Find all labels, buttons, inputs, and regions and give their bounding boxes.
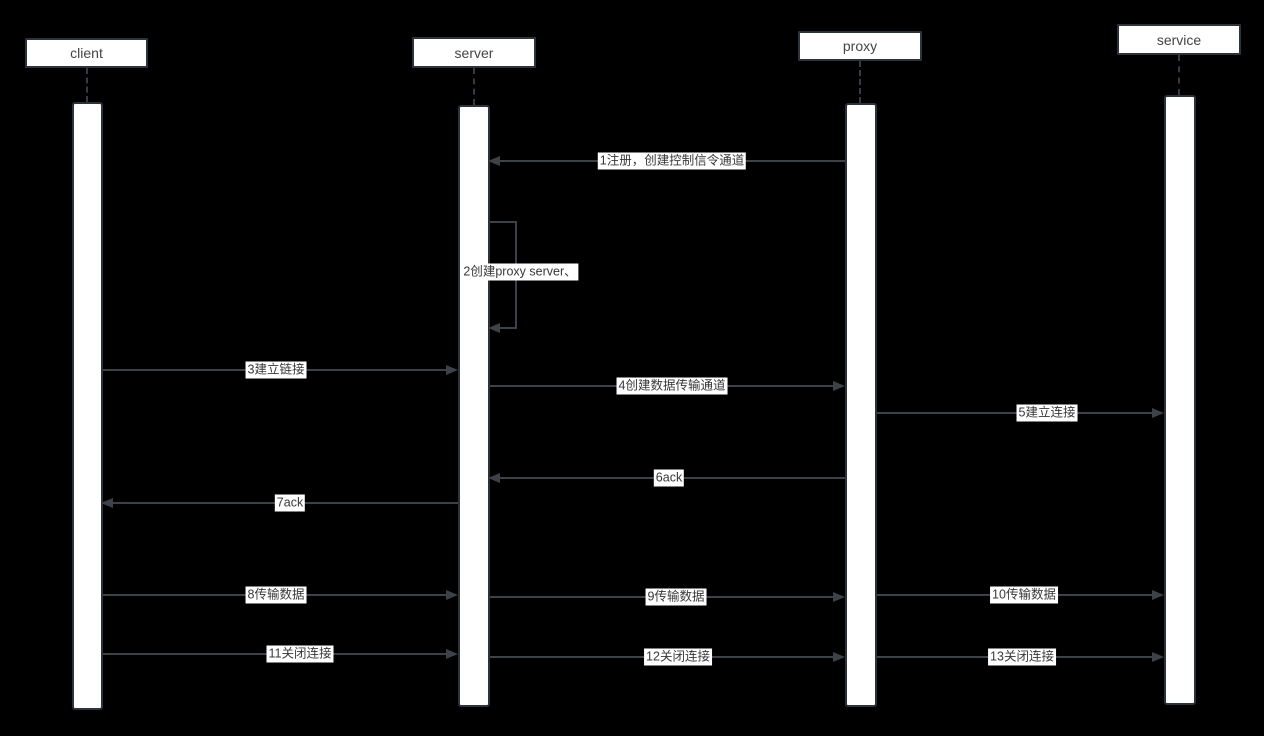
lifeline-service bbox=[1178, 55, 1180, 95]
message-label: 4创建数据传输通道 bbox=[616, 377, 728, 395]
message-arrowhead-icon bbox=[446, 590, 458, 600]
lifeline-proxy bbox=[859, 61, 861, 103]
message-arrowhead-icon bbox=[1152, 652, 1164, 662]
message-arrowhead-icon bbox=[1152, 408, 1164, 418]
activation-bar-client bbox=[72, 102, 103, 710]
self-message-arrowhead-icon bbox=[488, 323, 500, 333]
participant-label-proxy: proxy bbox=[842, 38, 878, 54]
message-arrowhead-icon bbox=[1152, 590, 1164, 600]
message-arrowhead-icon bbox=[101, 498, 113, 508]
message-label: 1注册，创建控制信令通道 bbox=[597, 152, 747, 170]
message-arrowhead-icon bbox=[488, 156, 500, 166]
participant-header-service: service bbox=[1117, 24, 1241, 55]
participant-header-proxy: proxy bbox=[798, 31, 922, 61]
participant-header-server: server bbox=[412, 37, 536, 68]
message-label: 9传输数据 bbox=[645, 588, 707, 606]
activation-bar-service bbox=[1164, 95, 1196, 705]
activation-bar-server bbox=[458, 105, 490, 707]
message-arrowhead-icon bbox=[488, 473, 500, 483]
message-line bbox=[877, 412, 1154, 414]
lifeline-server bbox=[473, 68, 475, 105]
message-arrowhead-icon bbox=[833, 652, 845, 662]
message-label: 5建立连接 bbox=[1016, 404, 1078, 422]
message-label: 6ack bbox=[653, 469, 685, 487]
message-label: 12关闭连接 bbox=[644, 648, 712, 666]
participant-label-service: service bbox=[1156, 31, 1202, 48]
participant-header-client: client bbox=[25, 38, 148, 68]
message-label: 11关闭连接 bbox=[266, 645, 334, 663]
message-label: 13关闭连接 bbox=[988, 648, 1056, 666]
lifeline-client bbox=[86, 68, 88, 102]
self-message-top-line bbox=[490, 221, 517, 223]
message-label: 3建立链接 bbox=[245, 361, 307, 379]
participant-label-client: client bbox=[70, 45, 103, 61]
participant-label-server: server bbox=[454, 44, 494, 61]
message-arrowhead-icon bbox=[446, 649, 458, 659]
message-arrowhead-icon bbox=[833, 592, 845, 602]
message-label: 7ack bbox=[274, 494, 306, 512]
message-label: 8传输数据 bbox=[245, 586, 307, 604]
message-arrowhead-icon bbox=[833, 381, 845, 391]
activation-bar-proxy bbox=[845, 103, 877, 707]
message-arrowhead-icon bbox=[446, 365, 458, 375]
self-message-bottom-line bbox=[500, 327, 517, 329]
message-label: 2创建proxy server、 bbox=[461, 263, 579, 281]
message-label: 10传输数据 bbox=[990, 586, 1058, 604]
